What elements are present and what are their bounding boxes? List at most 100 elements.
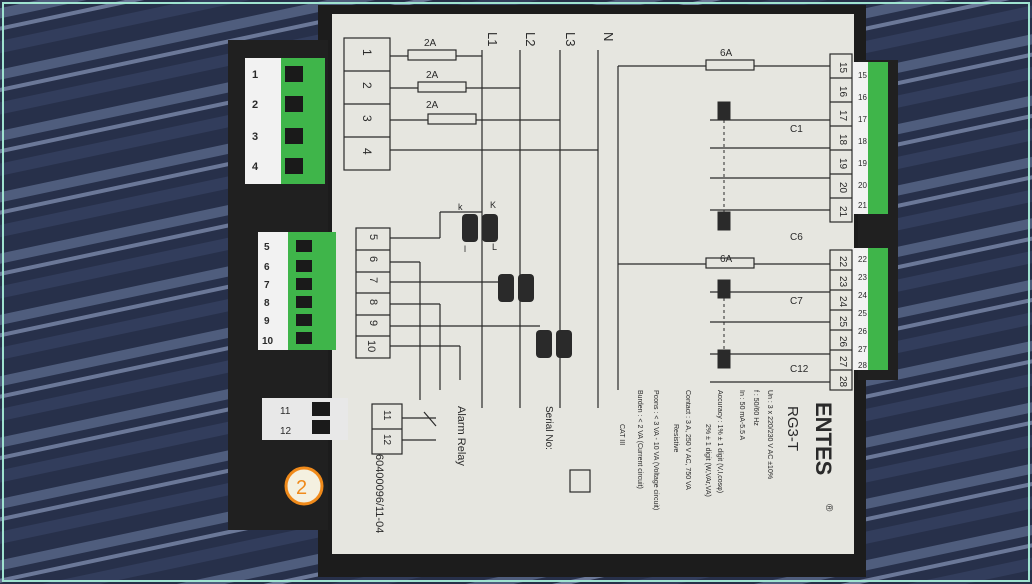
output-terminal-label: 22 [837,256,848,268]
plug-number: 18 [858,137,867,146]
plug-number: 12 [280,426,292,437]
brand-logo: ENTES [811,402,836,475]
ct-terminal-label: 6 [367,256,379,262]
spec-line: Un : 3 x 220/230 V AC ±10% [766,390,773,479]
output-terminal-label: 24 [837,296,848,308]
spec-line: Pcons : < 3 VA - 10 VA (Voltage circuit) [652,390,659,510]
fuse-label: 6A [720,254,733,265]
plug-number: 9 [264,316,270,327]
output-terminal-label: 17 [837,110,848,122]
plug-number: 22 [858,255,867,264]
ct-mark: L [492,242,497,252]
plug-number: 21 [858,201,867,210]
spec-line: CAT III [618,424,625,445]
left-plug-bottom [262,398,348,440]
spec-line: In : 50 mA-5.5 A [738,390,745,441]
orange-sticker [284,466,324,506]
left-plug-mid [258,232,336,350]
contactor-label: C1 [790,124,803,135]
line-label: L2 [523,32,538,46]
right-plug-bottom [852,248,888,370]
device-label [332,14,854,554]
output-terminal-label: 20 [837,182,848,194]
input-terminal-label: 4 [360,148,374,155]
plug-number: 27 [858,345,867,354]
line-label: L3 [563,32,578,46]
input-terminal-label: 2 [360,82,374,89]
ct-terminal-label: 9 [367,320,379,326]
ct-terminal-label: 7 [367,277,379,283]
output-terminal-label: 16 [837,86,848,98]
ct-mark: K [490,200,496,210]
relay-terminal-label: 11 [381,410,392,421]
output-terminal-label: 27 [837,356,848,368]
spec-line: f : 50/60 Hz [752,390,759,426]
contactor-symbols [717,101,731,369]
plug-number: 8 [264,298,270,309]
spec-line: Contact : 3 A, 250 V AC, 750 VA [684,390,691,490]
plug-number: 24 [858,291,867,300]
output-terminal-label: 26 [837,336,848,348]
plug-number: 7 [264,280,270,291]
ct-terminal-label: 5 [367,234,379,240]
input-terminal-label: 3 [360,115,374,122]
line-label: L1 [485,32,500,46]
fuse-label: 2A [426,100,439,111]
terminal-boxes [343,37,853,493]
input-terminal-label: 1 [360,49,374,56]
output-terminal-label: 18 [837,134,848,146]
output-terminal-label: 21 [837,206,848,218]
plug-number: 23 [858,273,867,282]
current-transformers [462,214,572,358]
plug-number: 5 [264,242,270,253]
ct-mark: k [458,202,463,212]
output-terminal-label: 15 [837,62,848,74]
output-terminal-label: 28 [837,376,848,388]
registered-mark: ® [823,504,834,512]
right-plug-top [852,62,888,214]
plug-number: 16 [858,93,867,102]
fuse-label: 2A [424,38,437,49]
serial-label: Serial No: [543,406,554,450]
model-name: RG3-T [784,406,801,451]
spec-line: Burden : < 2 VA (Current circuit) [636,390,643,489]
plug-number: 3 [252,131,258,143]
plug-number: 19 [858,159,867,168]
fuse-symbols [407,49,755,269]
plug-number: 15 [858,71,867,80]
contactor-label: C6 [790,232,803,243]
sticker-mark: 2 [296,477,307,499]
line-label: N [601,32,616,41]
ct-terminal-label: 10 [365,340,377,352]
output-terminal-label: 23 [837,276,848,288]
left-plug-top [245,58,325,184]
contactor-label: C7 [790,296,803,307]
relay-terminal-label: 12 [381,434,392,446]
fuse-label: 2A [426,70,439,81]
plug-number: 17 [858,115,867,124]
plug-number: 10 [262,336,274,347]
fuse-label: 6A [720,48,733,59]
plug-number: 1 [252,69,258,81]
plug-number: 20 [858,181,867,190]
plug-number: 25 [858,309,867,318]
ct-terminal-label: 8 [367,299,379,305]
plug-number: 6 [264,262,270,273]
ct-mark: l [464,244,466,254]
plug-number: 26 [858,327,867,336]
output-terminal-label: 19 [837,158,848,170]
spec-line: Resistive [672,424,679,453]
part-number: 60400096/11-04 [373,454,385,533]
plug-number: 28 [858,361,867,370]
plug-number: 11 [280,406,291,417]
alarm-relay-label: Alarm Relay [455,406,467,466]
plug-number: 2 [252,99,258,111]
plug-number: 4 [252,161,259,173]
spec-line: 2% ± 1 digit (W,VAr,VA) [704,424,711,497]
output-terminal-label: 25 [837,316,848,328]
spec-line: Accuracy : 1% ± 1 digit (V,I,cosφ) [716,390,723,493]
contactor-label: C12 [790,364,809,375]
